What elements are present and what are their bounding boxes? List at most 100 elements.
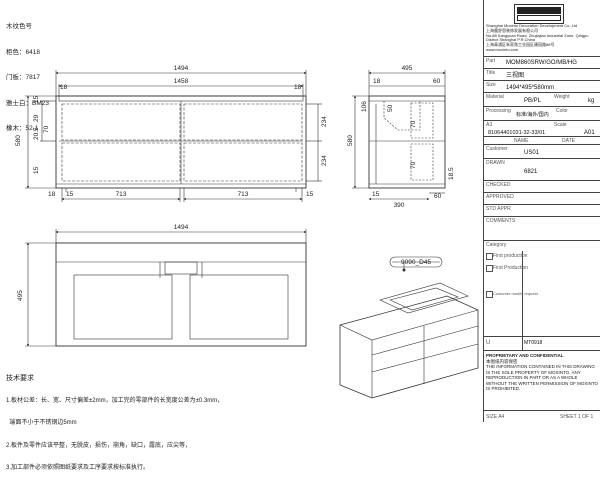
- tb-processing-value: 标准/海外/国内: [516, 112, 549, 118]
- tb-weight-unit: kg: [588, 98, 595, 104]
- tb-title-row: Title 三视图: [484, 68, 600, 81]
- dim-15b: 15: [33, 166, 40, 174]
- dim-right-713: 713: [238, 191, 249, 198]
- tb-customer-row: Customer US01: [484, 144, 600, 159]
- tech-requirements: 技术要求 1.板材公差：长、宽、尺寸偏差±2mm，加工完的零部件的长宽度公差为±…: [6, 360, 223, 488]
- company-web: www.moxinto.com: [486, 46, 519, 52]
- tb-processing-label: Processing: [486, 108, 511, 114]
- side-dim-18: 18: [373, 78, 381, 85]
- tb-u-label: U: [486, 340, 491, 346]
- dim-29: 29: [33, 114, 40, 122]
- tb-comments-label: COMMENTS: [486, 218, 516, 224]
- material-note-5: 橡木：52-1: [6, 125, 39, 132]
- tb-material-value: PB/PL: [524, 98, 542, 104]
- material-note-3: 门板：7817: [6, 74, 40, 81]
- dim-right-15: 15: [306, 191, 314, 198]
- side-dim-60b: 60: [434, 193, 442, 200]
- tb-approved-label: APPROVED: [486, 194, 514, 200]
- tb-weight-label: Weight: [554, 94, 570, 100]
- front-view: [25, 70, 322, 202]
- tb-title-value: 三视图: [506, 73, 525, 79]
- title-block: Shanghai Moxinto Decoration Development …: [483, 0, 600, 422]
- dim-left-713: 713: [116, 191, 127, 198]
- tb-drawing-row: A3 Scale 81064401031-32-33/01 A01: [484, 120, 600, 137]
- top-view: [25, 229, 307, 347]
- side-dim-depth: 495: [402, 65, 413, 72]
- company-logo: [514, 4, 564, 24]
- tb-cat2-checkbox[interactable]: [486, 265, 493, 272]
- iso-callout: 9090_D45: [401, 259, 431, 266]
- dim-15a: 15: [33, 95, 40, 103]
- company-address: No.88 Kangyuan Road, Zhujiajiao Industri…: [486, 32, 589, 43]
- tb-prop-cn: 本图纸内容保密: [486, 358, 518, 364]
- dim-height-580: 580: [15, 135, 22, 146]
- tb-prop-text: THE INFORMATION CONTAINED IN THIS DRAWIN…: [486, 364, 599, 391]
- tb-size-row: Size 1494*495*580mm: [484, 80, 600, 93]
- tb-std-row: STD APPR: [484, 204, 600, 217]
- tb-color-label: Color: [556, 108, 568, 114]
- tech-req-line4: 3.加工部件必须依照图纸要求及工序要求按标准执行。: [6, 465, 150, 471]
- tb-scale-label: Scale: [554, 122, 567, 128]
- tb-size-label: Size: [486, 82, 496, 88]
- top-dim-height: 495: [17, 290, 24, 301]
- tb-part-label: Part: [486, 58, 496, 64]
- tb-comments-row: COMMENTS: [484, 216, 600, 241]
- dim-overall-width: 1494: [174, 65, 189, 72]
- tb-drawn-value: 6821: [524, 169, 538, 175]
- tb-name-date-row: NAME DATE: [484, 136, 600, 145]
- tb-category-label: Category: [486, 242, 507, 248]
- tb-footer: SIZE A4 SHEET 1 OF 1: [484, 410, 600, 423]
- drawing-canvas: 1494 1458 18 18 580 15 29 20.5 15 70 234…: [15, 65, 479, 399]
- dim-234b: 234: [321, 155, 328, 166]
- company-address-cn: 上海青浦区朱家角工业园区康园路88号: [486, 42, 555, 48]
- side-dim-106: 106: [361, 101, 368, 112]
- tech-req-title: 技术要求: [6, 375, 34, 382]
- dim-70: 70: [43, 125, 50, 133]
- tb-paper-label: A3: [486, 122, 493, 128]
- tb-cat2-label: First Production: [493, 265, 529, 271]
- tb-part-row: Part MOM860SRW/GO/MB/HG: [484, 56, 600, 69]
- tb-cat1-label: First production: [493, 253, 528, 259]
- tb-title-label: Title: [486, 70, 496, 76]
- tb-std-label: STD APPR: [486, 206, 511, 212]
- drawing-sheet: 木纹色号 柜色：6418 门板：7817 雅士白：BM23 橡木：52-1: [6, 0, 600, 471]
- side-dim-70b: 70: [410, 161, 417, 169]
- side-dim-60: 60: [433, 78, 441, 85]
- tb-size-value: 1494*495*580mm: [506, 85, 555, 91]
- tb-checked-row: CHECKED: [484, 180, 600, 193]
- tb-material-row: Material PB/PL Weight kg: [484, 92, 600, 107]
- side-dim-50: 50: [387, 104, 394, 112]
- iso-view: [339, 256, 479, 399]
- tb-cat3-label: Customer modify request: [493, 291, 538, 296]
- dim-bottom-18: 18: [48, 191, 56, 198]
- tb-cat3-checkbox[interactable]: [486, 291, 493, 298]
- tb-name-label: NAME: [514, 138, 529, 144]
- tb-date-label: DATE: [562, 138, 575, 144]
- tb-drawing-no: 81064401031-32-33/01: [488, 130, 546, 136]
- dim-234a: 234: [321, 116, 328, 127]
- tech-req-line2: 端面不小于不锈钢边5mm: [6, 420, 77, 426]
- tb-u-value: MT0918: [524, 340, 543, 346]
- tech-req-line3: 2.板件及零件应该平整，无脱皮，损伤，崩角，缺口，露底，应尖等，: [6, 442, 192, 449]
- dim-left-18: 18: [60, 84, 68, 91]
- tb-proprietary: PROPRIETARY AND CONFIDENTIAL 本图纸内容保密 THE…: [484, 350, 600, 411]
- tb-customer-label: Customer: [486, 146, 508, 152]
- dim-inner-width: 1458: [174, 78, 189, 85]
- side-dim-15: 15: [372, 191, 380, 198]
- side-view: [352, 70, 446, 201]
- tb-drawn-label: DRAWN: [486, 160, 505, 166]
- side-dim-390: 390: [394, 202, 405, 209]
- tb-part-value: MOM860SRW/GO/MB/HG: [506, 60, 577, 66]
- tb-processing-row: Processing 标准/海外/国内 Color: [484, 106, 600, 121]
- tb-cat1-checkbox[interactable]: [486, 253, 493, 260]
- tb-checked-label: CHECKED: [486, 182, 511, 188]
- tb-prop-title: PROPRIETARY AND CONFIDENTIAL: [486, 353, 564, 358]
- side-dim-70a: 70: [410, 120, 417, 128]
- tb-drawn-row: DRAWN 6821: [484, 158, 600, 181]
- tb-sheet: SHEET 1 OF 1: [560, 414, 594, 420]
- side-dim-18-5: 18.5: [448, 167, 455, 180]
- tb-rev: A01: [584, 130, 595, 136]
- material-note-2: 柜色：6418: [6, 48, 40, 56]
- tb-size-a4: SIZE A4: [486, 414, 505, 420]
- tb-category-block: Category First production First Producti…: [484, 240, 600, 351]
